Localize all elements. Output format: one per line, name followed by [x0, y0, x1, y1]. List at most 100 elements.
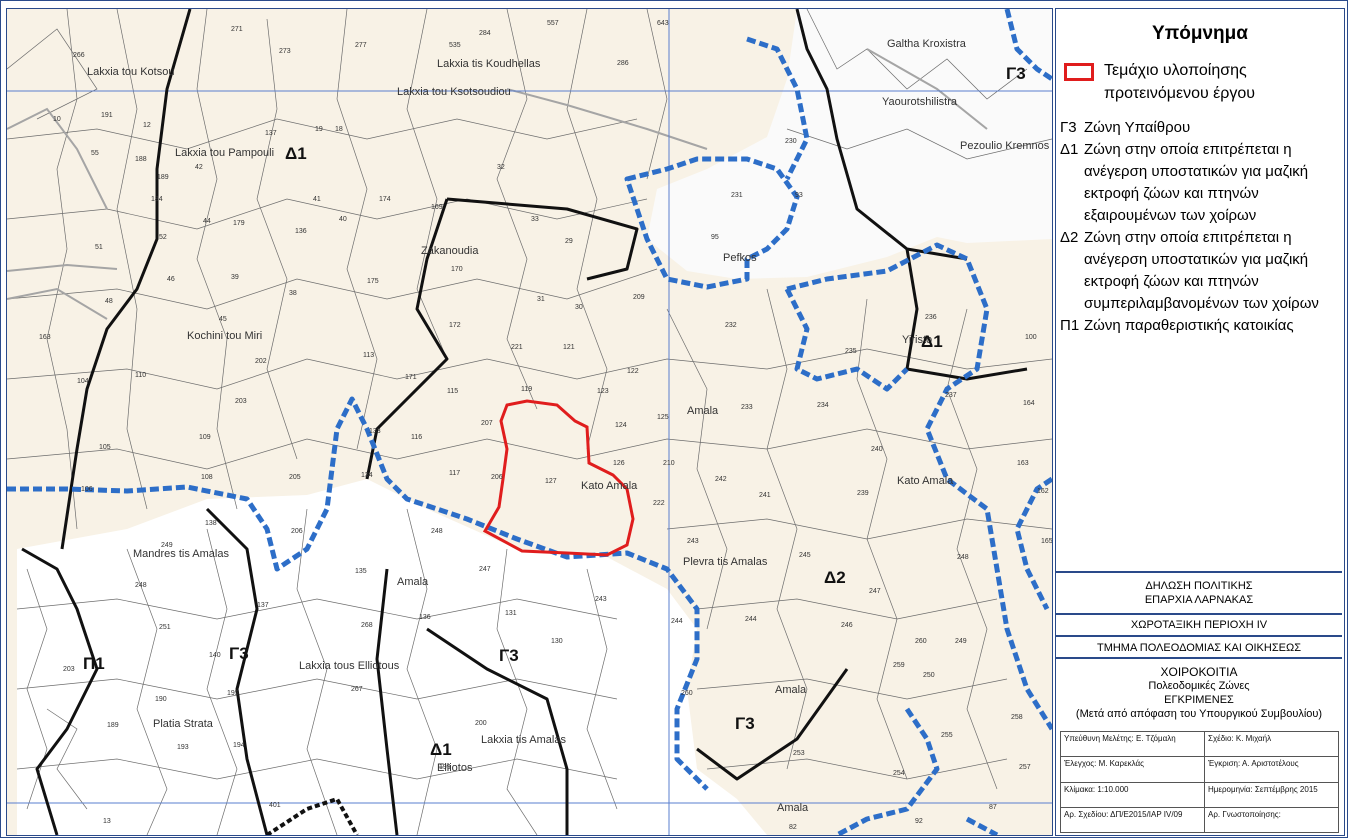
parcel-number: 233 — [741, 404, 753, 411]
parcel-number: 122 — [627, 368, 639, 375]
parcel-number: 209 — [633, 294, 645, 301]
parcel-number: 179 — [233, 220, 245, 227]
place-name: Lakxia tou Kotsou — [87, 66, 174, 78]
parcel-number: 277 — [355, 42, 367, 49]
parcel-number: 184 — [151, 196, 163, 203]
parcel-number: 268 — [361, 622, 373, 629]
parcel-number: 239 — [857, 490, 869, 497]
parcel-number: 248 — [431, 528, 443, 535]
parcel-number: 82 — [789, 824, 797, 831]
parcel-number: 172 — [449, 322, 461, 329]
parcel-number: 52 — [159, 234, 167, 241]
parcel-number: 266 — [73, 52, 85, 59]
parcel-number: 190 — [155, 696, 167, 703]
planning-area: ΧΩΡΟΤΑΞΙΚΗ ΠΕΡΙΟΧΗ IV — [1056, 613, 1342, 636]
parcel-number: 286 — [617, 60, 629, 67]
district-name: ΕΠΑΡΧΙΑ ΛΑΡΝΑΚΑΣ — [1144, 594, 1254, 606]
parcel-number: 135 — [355, 568, 367, 575]
place-name: Zakanoudia — [421, 245, 479, 257]
parcel-number: 119 — [521, 386, 532, 393]
legend-text: Ζώνη παραθεριστικής κατοικίας — [1084, 317, 1294, 334]
parcel-number: 130 — [551, 638, 563, 645]
place-name: Platia Strata — [153, 718, 214, 730]
parcel-number: 230 — [785, 138, 797, 145]
parcel-number: 240 — [871, 446, 883, 453]
parcel-number: 138 — [205, 520, 217, 527]
parcel-number: 108 — [201, 474, 213, 481]
parcel-number: 200 — [475, 720, 487, 727]
zone-code: Γ3 — [229, 644, 249, 663]
project-parcel-legend-text: Τεμάχιο υλοποίησης προτεινόμενου έργου — [1104, 62, 1256, 102]
parcel-number: 136 — [295, 228, 307, 235]
parcel-number: 13 — [103, 818, 111, 825]
parcel-number: 136 — [419, 614, 431, 621]
place-name: Pezoulio Kremnos — [960, 140, 1050, 152]
parcel-number: 92 — [915, 818, 923, 825]
legend-title: Υπόμνημα — [1152, 23, 1248, 44]
parcel-number: 32 — [497, 164, 505, 171]
parcel-number: 121 — [563, 344, 575, 351]
parcel-number: 194 — [233, 742, 245, 749]
zone-code: Δ1 — [285, 144, 307, 163]
parcel-number: 174 — [379, 196, 391, 203]
parcel-number: 254 — [893, 770, 905, 777]
parcel-number: 137 — [257, 602, 269, 609]
zone-g3-northeast — [647, 9, 1052, 279]
place-name: Amala — [687, 405, 719, 417]
parcel-number: 237 — [945, 392, 957, 399]
legend-item-d2: Δ2 Ζώνη στην οποία επιτρέπεται η ανέγερσ… — [1060, 227, 1344, 315]
parcel-number: 242 — [715, 476, 727, 483]
parcel-number: 203 — [235, 398, 247, 405]
drawing-info-table: Υπεύθυνη Μελέτης: Ε. Τζόμαλη Σχέδιο: Κ. … — [1059, 730, 1339, 834]
parcel-number: 106 — [81, 486, 93, 493]
parcel-number: 175 — [367, 278, 379, 285]
parcel-number: 171 — [405, 374, 417, 381]
map-grid — [7, 9, 1052, 835]
parcel-number: 206 — [491, 474, 503, 481]
parcel-number: 127 — [545, 478, 557, 485]
parcel-number: 163 — [39, 334, 51, 341]
parcel-number: 203 — [63, 666, 75, 673]
parcel-number: 189 — [157, 174, 169, 181]
place-name: Lakxia tous Elliotous — [299, 660, 400, 672]
parcel-number: 164 — [1023, 400, 1035, 407]
parcel-number: 250 — [923, 672, 935, 679]
parcel-number: 19 — [315, 126, 323, 133]
parcel-number: 557 — [547, 20, 559, 27]
parcel-number: 109 — [199, 434, 211, 441]
parcel-number: 222 — [653, 500, 665, 507]
parcel-number: 140 — [209, 652, 221, 659]
date: Ημερομηνία: Σεπτέμβρης 2015 — [1204, 781, 1339, 808]
parcel-number: 124 — [615, 422, 627, 429]
parcel-number: 165 — [1041, 538, 1052, 545]
place-name: Lakxia tou Ksotsoudiou — [397, 86, 511, 98]
place-name: Kochini tou Miri — [187, 330, 262, 342]
approval-note: (Μετά από απόφαση του Υπουργικού Συμβουλ… — [1075, 708, 1323, 720]
project-parcel[interactable] — [482, 399, 635, 557]
notification-number: Αρ. Γνωστοποίησης: — [1204, 806, 1339, 834]
legend-item-p1: Π1 Ζώνη παραθεριστικής κατοικίας — [1060, 315, 1344, 337]
legend-text: Ζώνη στην οποία επιτρέπεται η ανέγερση υ… — [1084, 141, 1309, 224]
parcel-number: 236 — [925, 314, 937, 321]
policy-title: ΔΗΛΩΣΗ ΠΟΛΙΤΙΚΗΣ — [1145, 580, 1253, 592]
parcel-number: 271 — [231, 26, 243, 33]
legend-code: Γ3 — [1060, 119, 1077, 136]
map-subtitle: Πολεοδομικές Ζώνες — [1148, 680, 1250, 692]
parcel-number: 169 — [431, 204, 443, 211]
parcel-number: 257 — [1019, 764, 1031, 771]
parcel-number: 51 — [95, 244, 103, 251]
parcel-number: 31 — [537, 296, 545, 303]
parcel-number: 162 — [1037, 488, 1049, 495]
parcel-number: 231 — [731, 192, 743, 199]
parcel-number: 199 — [439, 764, 451, 771]
parcel-number: 246 — [841, 622, 853, 629]
parcel-number: 241 — [759, 492, 771, 499]
legend-code: Δ1 — [1060, 141, 1079, 158]
parcel-number: 234 — [817, 402, 829, 409]
place-name: Plevra tis Amalas — [683, 556, 768, 568]
parcel-number: 116 — [411, 434, 422, 441]
drawing-number: Αρ. Σχεδίου: ΔΠ/Ε2015/ΙΑΡ IV/09 — [1059, 806, 1206, 834]
